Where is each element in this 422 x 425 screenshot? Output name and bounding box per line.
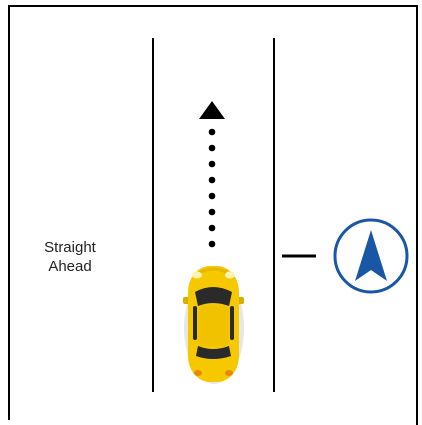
arrow-up-dotted-icon — [199, 101, 225, 247]
direction-caption: Straight Ahead — [30, 238, 110, 276]
compass-north-icon — [335, 220, 407, 292]
caption-line-2: Ahead — [30, 257, 110, 276]
caption-line-1: Straight — [30, 238, 110, 257]
arrow-head — [199, 101, 225, 119]
yellow-car-top-view — [183, 266, 244, 384]
